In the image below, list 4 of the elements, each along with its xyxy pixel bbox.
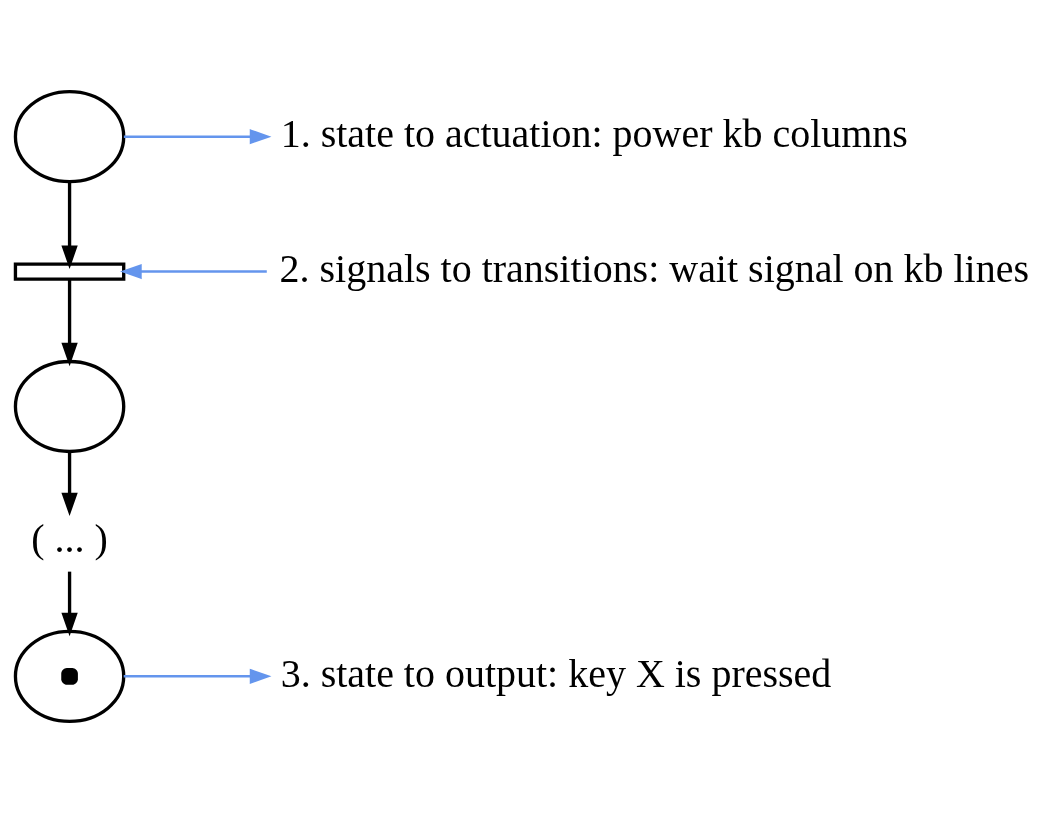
node-text: ( ... )	[31, 515, 108, 561]
node-text: 1. state to actuation: power kb columns	[280, 110, 908, 156]
node-text: 2. signals to transitions: wait signal on kb lines	[279, 245, 1029, 291]
node-text: 3. state to output: key X is pressed	[280, 650, 832, 696]
